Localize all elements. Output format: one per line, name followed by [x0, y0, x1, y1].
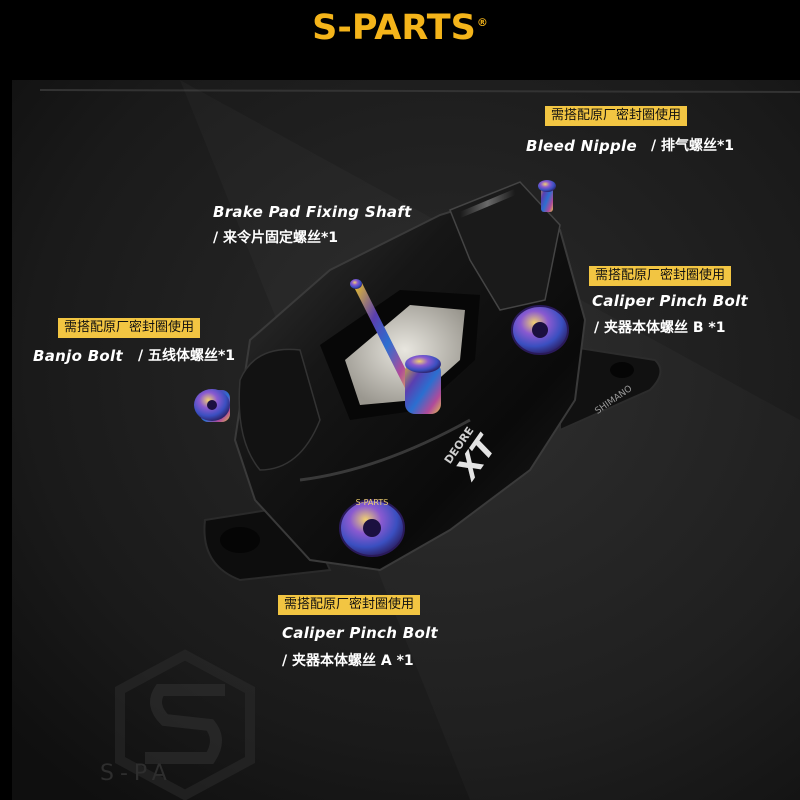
brand-name: S-PARTS	[312, 8, 476, 48]
brake-pad-shaft-cn-label: / 来令片固定螺丝*1	[213, 230, 339, 246]
banjo-bolt	[194, 389, 230, 422]
pinch-bolt-a-tag: 需搭配原厂密封圈使用	[278, 595, 421, 615]
bleed-nipple-cn-label: / 排气螺丝*1	[651, 138, 735, 154]
brake-pad-fixing-shaft	[350, 279, 441, 414]
box-inner-edge	[39, 89, 800, 93]
bleed-nipple-bolt	[538, 180, 556, 212]
caliper-pinch-bolt-a: S-PARTS	[339, 498, 405, 557]
pinch-bolt-a-cn-label: / 夹器本体螺丝 A *1	[282, 653, 414, 669]
pinch-bolt-b-cn-label: / 夹器本体螺丝 B *1	[594, 320, 726, 336]
banjo-bolt-cn-label: / 五线体螺丝*1	[138, 348, 236, 364]
registered-mark: ®	[476, 16, 488, 30]
bolt-engraving: S-PARTS	[356, 498, 389, 507]
pinch-bolt-a-label: Caliper Pinch Bolt	[282, 624, 439, 642]
brake-pad-shaft-label: Brake Pad Fixing Shaft	[213, 203, 412, 221]
bleed-nipple-label: Bleed Nipple	[526, 137, 637, 155]
brand-logo: S-PARTS®	[0, 8, 800, 48]
caliper-pinch-bolt-b	[511, 305, 569, 355]
banjo-bolt-label: Banjo Bolt	[33, 347, 123, 365]
pinch-bolt-b-label: Caliper Pinch Bolt	[592, 292, 749, 310]
box-logo	[115, 649, 255, 800]
pinch-bolt-b-tag: 需搭配原厂密封圈使用	[589, 266, 732, 286]
box-printed-text: S-PA	[100, 761, 173, 786]
bleed-nipple-tag: 需搭配原厂密封圈使用	[545, 106, 688, 126]
banjo-bolt-tag: 需搭配原厂密封圈使用	[58, 318, 201, 338]
